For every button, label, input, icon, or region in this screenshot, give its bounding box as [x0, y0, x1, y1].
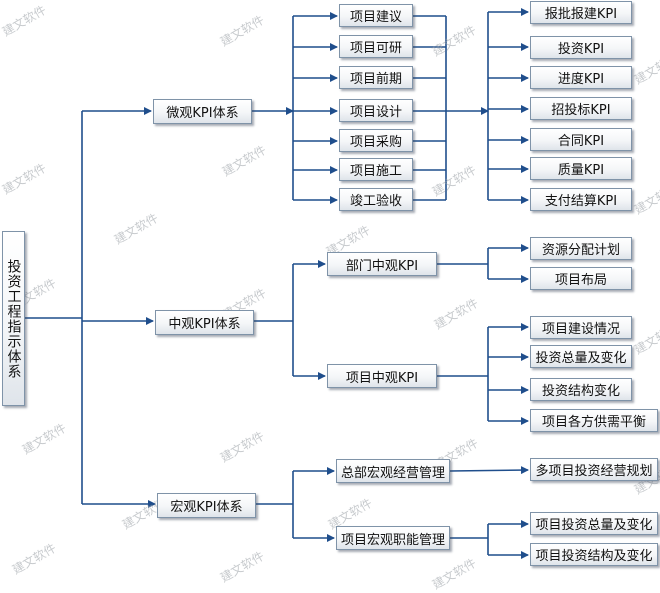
micro-kpi-item: 投资KPI [530, 36, 632, 59]
watermark: 建文软件 [631, 50, 660, 87]
watermark: 建文软件 [217, 548, 267, 585]
phase-node: 项目采购 [339, 129, 413, 152]
watermark: 建文软件 [217, 428, 267, 465]
project-macro-node: 项目宏观职能管理 [336, 526, 450, 550]
phase-node: 项目前期 [339, 66, 413, 89]
watermark: 建文软件 [9, 540, 59, 577]
dept-meso-kpi-node: 部门中观KPI [327, 252, 437, 276]
macro-kpi-node: 宏观KPI体系 [157, 493, 256, 518]
watermark: 建文软件 [429, 162, 479, 199]
watermark: 建文软件 [429, 555, 479, 592]
meso-kpi-node: 中观KPI体系 [155, 310, 254, 335]
meso-item: 项目布局 [530, 267, 632, 290]
meso-item: 投资结构变化 [530, 378, 632, 401]
meso-item: 项目建设情况 [530, 316, 632, 339]
watermark: 建文软件 [431, 295, 481, 332]
project-meso-kpi-node: 项目中观KPI [327, 364, 437, 388]
micro-kpi-item: 进度KPI [530, 66, 632, 89]
macro-item: 项目投资结构及变化 [530, 543, 658, 566]
meso-item: 资源分配计划 [530, 237, 632, 260]
watermark: 建文软件 [111, 210, 161, 247]
micro-kpi-item: 支付结算KPI [530, 188, 632, 211]
watermark: 建文软件 [631, 320, 660, 357]
meso-item: 投资总量及变化 [530, 345, 632, 368]
phase-node: 项目施工 [339, 158, 413, 181]
micro-kpi-node: 微观KPI体系 [153, 99, 252, 124]
phase-node: 项目可研 [339, 35, 413, 58]
micro-kpi-item: 合同KPI [530, 128, 632, 151]
watermark: 建文软件 [219, 142, 269, 179]
watermark: 建文软件 [631, 180, 660, 217]
micro-kpi-item: 招投标KPI [530, 97, 632, 120]
watermark: 建文软件 [0, 160, 49, 197]
micro-kpi-item: 质量KPI [530, 157, 632, 180]
root-node: 投资工程指示体系 [2, 231, 25, 406]
micro-kpi-item: 报批报建KPI [530, 1, 632, 24]
watermark: 建文软件 [19, 420, 69, 457]
connector-lines [25, 8, 529, 559]
watermark: 建文软件 [217, 12, 267, 49]
meso-item: 项目各方供需平衡 [530, 409, 658, 432]
hq-macro-node: 总部宏观经营管理 [336, 459, 450, 483]
macro-item: 多项目投资经营规划 [530, 458, 658, 481]
connector [449, 466, 529, 475]
phase-node: 项目建议 [339, 4, 413, 27]
watermark: 建文软件 [429, 22, 479, 59]
watermark: 建文软件 [0, 2, 49, 39]
phase-node: 竣工验收 [339, 188, 413, 211]
phase-node: 项目设计 [339, 99, 413, 122]
macro-item: 项目投资总量及变化 [530, 512, 658, 535]
